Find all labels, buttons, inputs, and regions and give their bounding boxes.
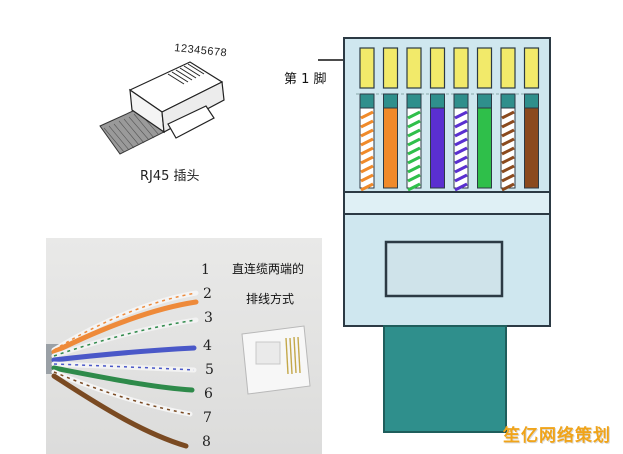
rj45-plug-sketch	[99, 61, 225, 155]
pin-number-1: 1	[201, 262, 210, 278]
pin-number-4: 4	[203, 338, 212, 354]
pin-contact-8	[523, 47, 540, 89]
pin-number-7: 7	[203, 410, 212, 426]
watermark-logo: 笙亿网络策划	[503, 426, 611, 446]
pin-contact-5	[453, 47, 469, 89]
pin-number-3: 3	[204, 310, 213, 326]
pin-slot-6	[476, 47, 493, 189]
pin-number-8: 8	[202, 434, 211, 450]
connector-head	[343, 37, 551, 193]
pin-slot-4	[429, 47, 446, 189]
latch-window	[384, 240, 504, 298]
pin-number-5: 5	[205, 362, 214, 378]
photo-title-line1: 直连缆两端的	[232, 262, 305, 276]
pin-slot-3	[406, 47, 422, 192]
pin-slot-7	[500, 47, 516, 192]
pin-slot-1	[359, 47, 375, 192]
pin1-label: 第 1 脚	[284, 72, 327, 87]
pin-number-2: 2	[203, 286, 212, 302]
rj45-caption: RJ45 插头	[140, 169, 200, 184]
cable-jacket	[383, 325, 507, 433]
wiring-photo: 直连缆两端的 排线方式 1 2 3 4 5 6 7 8	[46, 238, 322, 454]
pin-number-6: 6	[204, 386, 213, 402]
pin-wire-6	[477, 107, 492, 189]
pin-slot-2	[382, 47, 399, 189]
photo-title-line2: 排线方式	[246, 292, 295, 306]
pinout-diagram	[343, 37, 551, 433]
pin-wire-4	[430, 107, 445, 189]
connector-collar	[343, 191, 551, 215]
rj45-connector-photo	[241, 325, 311, 395]
pin-wire-8	[524, 107, 539, 189]
pin-wire-2	[383, 107, 398, 189]
pin-contact-3	[406, 47, 422, 89]
pin-slot-8	[523, 47, 540, 189]
pin-contact-6	[476, 47, 493, 89]
pin-contact-1	[359, 47, 375, 89]
pin-contact-7	[500, 47, 516, 89]
pin-contact-4	[429, 47, 446, 89]
pin-slot-5	[453, 47, 469, 192]
pin-contact-2	[382, 47, 399, 89]
